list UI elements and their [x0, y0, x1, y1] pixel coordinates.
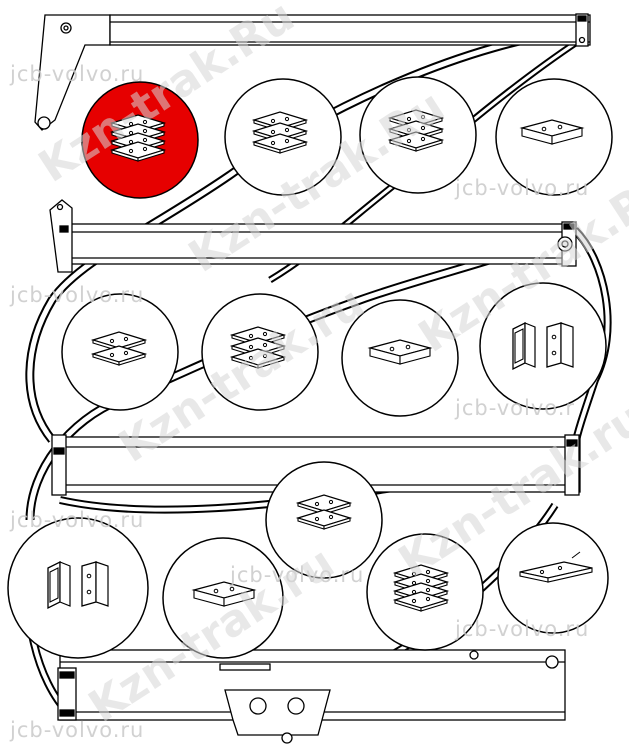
pad-9[interactable]	[265, 461, 383, 579]
pad-10[interactable]	[7, 517, 149, 659]
pad-11[interactable]	[162, 537, 284, 659]
pad-1[interactable]	[81, 81, 199, 199]
pad-13-extension-line	[571, 551, 581, 559]
pad-2-plates	[253, 111, 307, 154]
pad-10-circle	[7, 517, 149, 659]
boom-section-4	[57, 649, 566, 744]
boom-section-2	[49, 199, 577, 273]
pad-8-circle	[479, 282, 607, 410]
pad-13[interactable]	[497, 522, 609, 634]
pad-12[interactable]	[366, 533, 484, 651]
pad-7[interactable]	[341, 299, 459, 417]
pad-3-plates	[389, 109, 443, 152]
pad-6-plates	[231, 326, 285, 369]
pad-8[interactable]	[479, 282, 607, 410]
pad-1-plates	[111, 114, 165, 162]
pad-2[interactable]	[224, 78, 342, 196]
boom-section-1	[34, 13, 591, 131]
pad-5[interactable]	[61, 293, 179, 411]
pad-3[interactable]	[359, 76, 477, 194]
pad-6[interactable]	[201, 293, 319, 411]
pad-12-plates	[394, 564, 448, 612]
pad-4[interactable]	[495, 78, 613, 196]
